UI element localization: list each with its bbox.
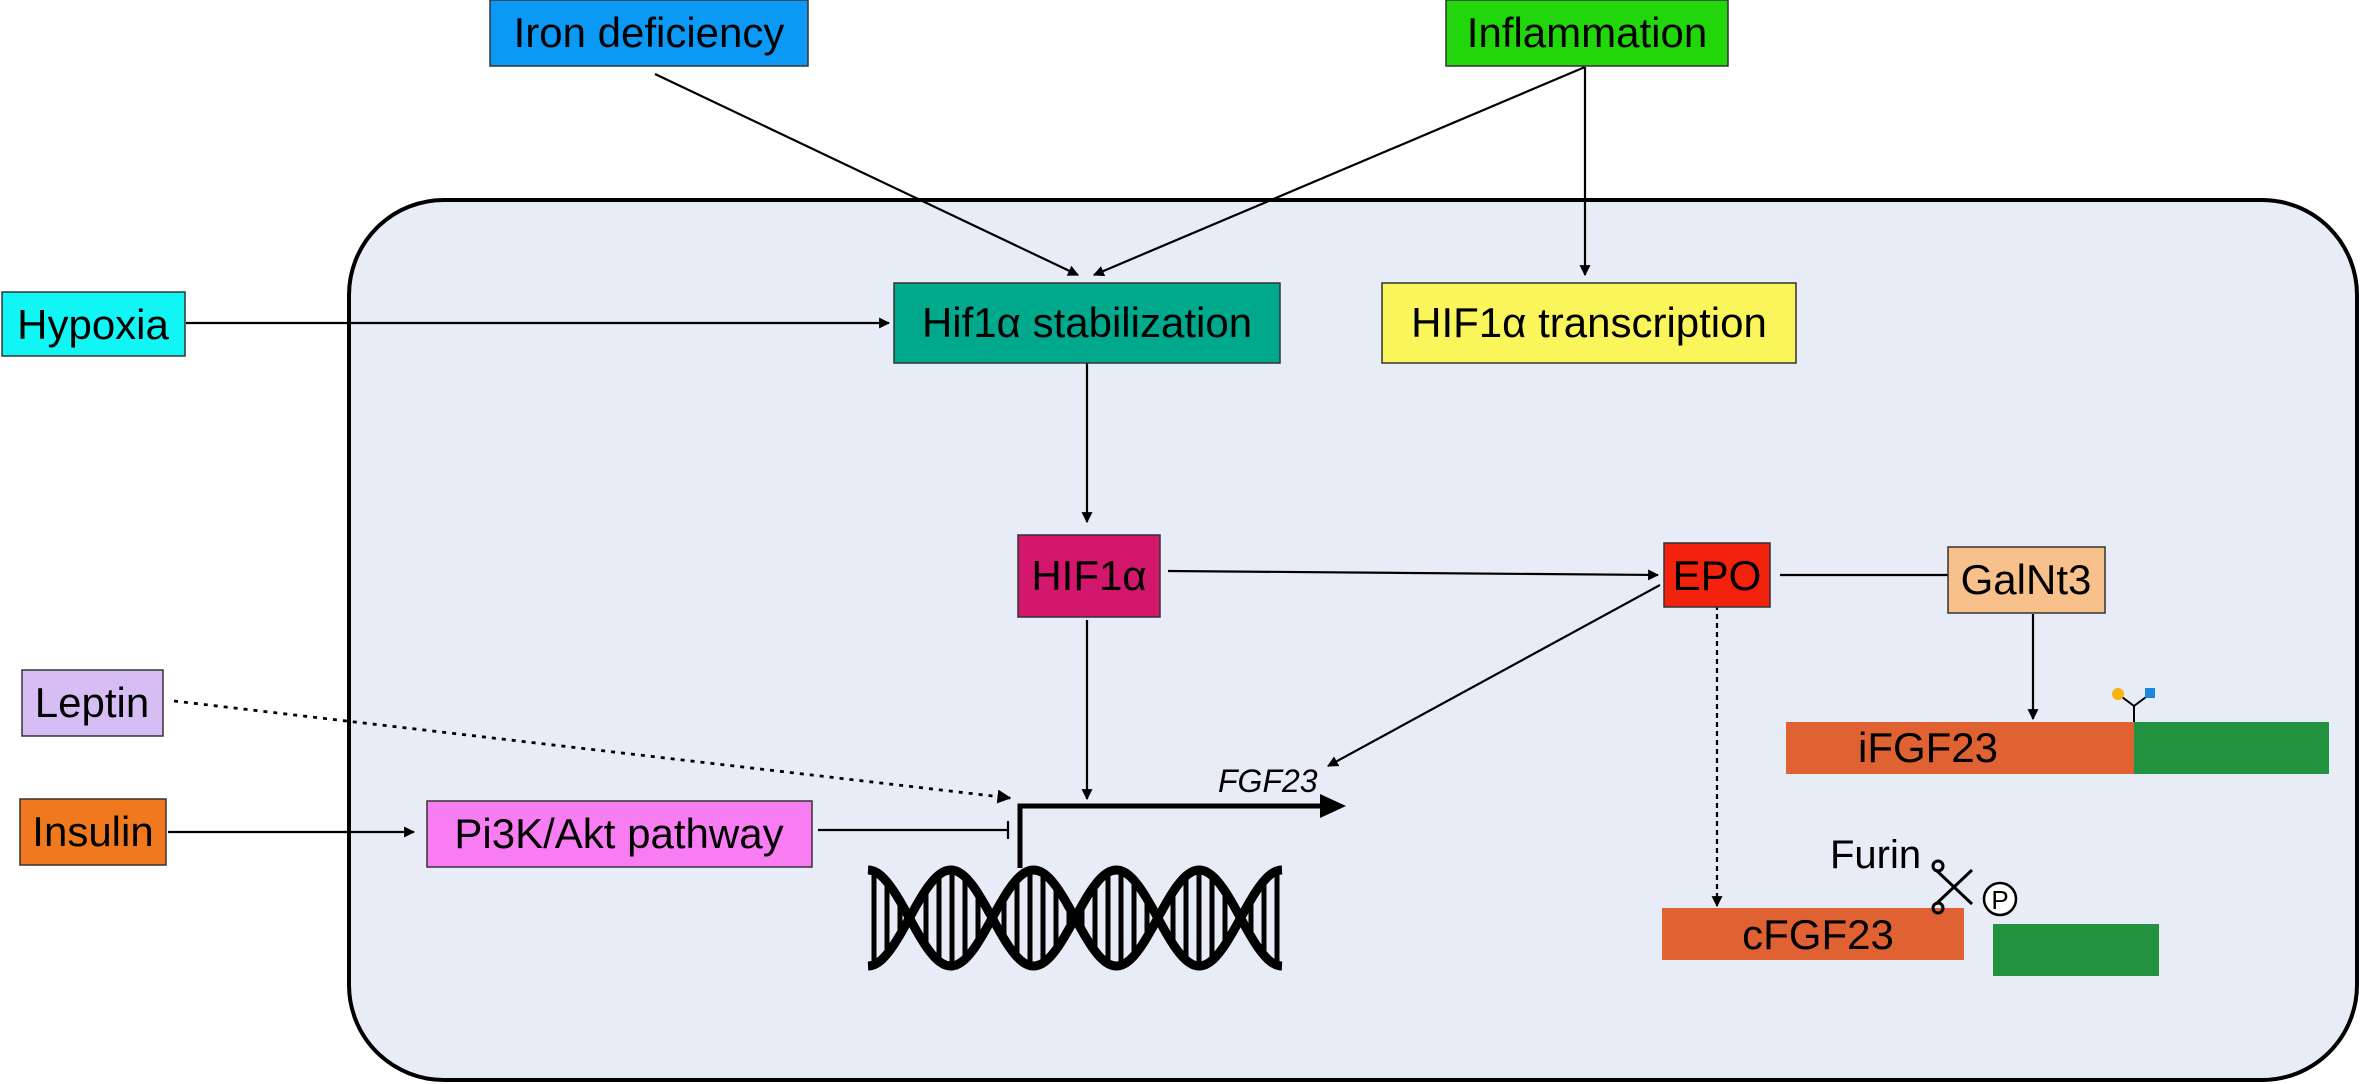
furin-label: Furin — [1830, 833, 1921, 877]
node-hypoxia: Hypoxia — [1, 291, 186, 357]
node-epo: EPO — [1663, 542, 1771, 608]
node-hif1a: HIF1α — [1017, 534, 1161, 618]
ifgf23-label: iFGF23 — [1858, 724, 1998, 771]
cfgf23-label: cFGF23 — [1742, 911, 1894, 958]
glycan-icon — [2112, 688, 2155, 722]
cfgf23-protein: cFGF23 — [1662, 908, 1964, 960]
phosphate-icon: P — [1982, 881, 2018, 917]
node-pi3k-akt-label: Pi3K/Akt pathway — [454, 810, 783, 857]
node-insulin: Insulin — [19, 798, 167, 866]
node-galnt3-label: GalNt3 — [1961, 556, 2092, 603]
node-hif1a-stabilization-label: Hif1α stabilization — [922, 299, 1252, 346]
node-pi3k-akt-pathway: Pi3K/Akt pathway — [426, 800, 813, 868]
node-inflammation-label: Inflammation — [1467, 9, 1707, 56]
node-iron-deficiency-label: Iron deficiency — [514, 9, 785, 56]
node-hif1a-stabilization: Hif1α stabilization — [893, 282, 1281, 364]
node-leptin: Leptin — [21, 669, 164, 737]
ifgf23-protein: iFGF23 — [1786, 722, 2329, 774]
arrow-inflammation-to-stabilization — [1092, 65, 1586, 277]
scissors-icon — [1931, 859, 1974, 915]
arrow-epo-to-gene — [1327, 584, 1661, 767]
arrow-hif1a-to-epo — [1167, 569, 1660, 581]
node-hypoxia-label: Hypoxia — [17, 301, 169, 348]
node-leptin-label: Leptin — [35, 679, 149, 726]
arrow-iron-to-stabilization — [654, 73, 1079, 276]
node-epo-label: EPO — [1673, 552, 1762, 599]
node-hif1a-label: HIF1α — [1031, 552, 1146, 599]
node-hif1a-transcription-label: HIF1α transcription — [1411, 299, 1767, 346]
node-inflammation: Inflammation — [1445, 0, 1729, 67]
pathway-arrows — [168, 65, 2039, 908]
node-galnt3: GalNt3 — [1947, 546, 2106, 614]
node-iron-deficiency: Iron deficiency — [489, 0, 809, 67]
node-insulin-label: Insulin — [32, 808, 153, 855]
cell-boundary — [347, 198, 2359, 1082]
node-hif1a-transcription: HIF1α transcription — [1381, 282, 1797, 364]
arrow-leptin-to-gene — [173, 699, 1012, 804]
c-terminal-fragment — [1993, 924, 2159, 976]
phosphate-label: P — [1991, 885, 2008, 915]
transcription-start-arrow — [1017, 794, 1346, 868]
dna-helix-icon — [867, 865, 1283, 971]
gene-label: FGF23 — [1218, 763, 1318, 799]
